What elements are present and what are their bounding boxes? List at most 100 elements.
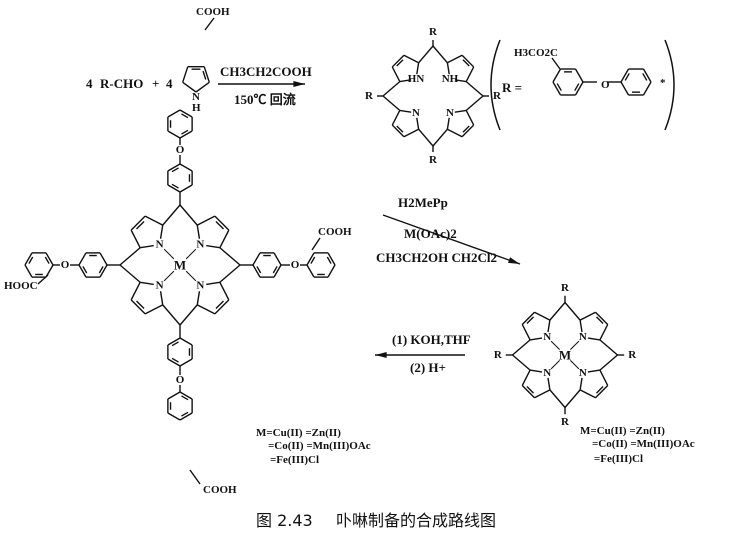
benzoic-ring bbox=[44, 256, 50, 264]
phenyl-ring bbox=[171, 183, 179, 189]
free-base-r: R bbox=[429, 26, 438, 38]
free-base-nitrogen: N bbox=[412, 107, 420, 119]
r-benzoate-ring bbox=[574, 81, 584, 96]
benzoic-ring bbox=[167, 391, 181, 400]
metal-porphyrin-nitrogen: N bbox=[543, 367, 551, 379]
acid-porphyrin-metal-bond bbox=[163, 270, 175, 282]
metal-porphyrin-meso-bond bbox=[512, 339, 531, 356]
free-base-meso-bond bbox=[418, 45, 434, 64]
acid-porphyrin-pyrrole bbox=[196, 215, 216, 226]
metal-porphyrin-pyrrole bbox=[521, 369, 531, 386]
benzoic-ring bbox=[310, 256, 316, 264]
acid-porphyrin-pyrrole bbox=[144, 215, 164, 226]
figure-number: 图 2.43 bbox=[256, 511, 313, 530]
free-base-pyrrole bbox=[403, 54, 419, 64]
benzoic-ring bbox=[326, 256, 332, 264]
acid-porphyrin-pyrrole bbox=[130, 299, 146, 315]
phenyl-ring bbox=[179, 163, 193, 172]
free-base-pyrrole bbox=[462, 59, 470, 67]
acid-porphyrin-meso-bond bbox=[162, 304, 181, 326]
acid-porphyrin-pyrrole bbox=[135, 220, 145, 230]
free-base-r: R bbox=[429, 154, 438, 166]
benzoic-ring bbox=[327, 264, 336, 278]
free-base-meso-bond bbox=[432, 128, 448, 147]
free-base-pyrrole bbox=[447, 128, 463, 138]
acid-porphyrin-nitrogen: N bbox=[156, 239, 164, 251]
metal-porphyrin-pyrrole bbox=[599, 369, 609, 386]
ether-oxygen: O bbox=[601, 79, 610, 91]
metal-porphyrin-nitrogen: N bbox=[579, 367, 587, 379]
acid-porphyrin-pyrrole bbox=[130, 281, 141, 301]
r-benzoate-ring bbox=[574, 83, 580, 91]
phenyl-ring bbox=[252, 252, 261, 266]
label-mask bbox=[444, 107, 455, 118]
acid-metal-list-1: M=Cu(II) =Zn(II) bbox=[256, 427, 341, 439]
benzoic-ring bbox=[28, 256, 34, 264]
label-mask bbox=[577, 367, 589, 379]
ester-group: H3CO2C bbox=[514, 47, 558, 59]
phenyl-ring bbox=[179, 358, 193, 367]
benzoic-ring bbox=[24, 252, 33, 266]
phenyl-ring bbox=[171, 167, 179, 173]
benzoic-ring bbox=[306, 264, 315, 278]
ether-oxygen: O bbox=[176, 374, 185, 386]
benzoic-ring bbox=[45, 252, 54, 266]
reaction-arrow-2-head bbox=[508, 257, 520, 264]
benzoic-ring bbox=[167, 412, 181, 421]
r-phenyl-ring bbox=[642, 73, 648, 81]
acid-porphyrin-pyrrole bbox=[144, 304, 164, 315]
metal-porphyrin-pyrrole bbox=[526, 385, 535, 394]
acid-porphyrin-pyrrole bbox=[214, 215, 230, 231]
pyrrole-reactant bbox=[182, 66, 189, 83]
free-base-pyrrole bbox=[391, 124, 405, 138]
phenyl-ring bbox=[167, 184, 181, 193]
acid-porphyrin-pyrrole bbox=[130, 229, 141, 249]
bracket-right bbox=[664, 39, 675, 131]
metal-porphyrin-nitrogen: N bbox=[579, 331, 587, 343]
r-benzoate-ring bbox=[552, 68, 562, 83]
label-mask bbox=[541, 331, 553, 343]
pyrrole-reactant bbox=[195, 81, 210, 93]
benzoic-ring bbox=[181, 113, 189, 119]
solvent: CH3CH2OH CH2Cl2 bbox=[376, 250, 497, 265]
phenyl-ring bbox=[273, 264, 282, 278]
metal-list-1: M=Cu(II) =Zn(II) bbox=[580, 425, 665, 437]
free-base-pyrrole bbox=[391, 54, 405, 68]
free-base-pyrrole bbox=[461, 54, 475, 68]
acid-bond-bottom bbox=[189, 469, 201, 485]
aldehyde-label: R-CHO bbox=[100, 76, 143, 91]
r-phenyl-ring bbox=[620, 68, 630, 83]
reaction-arrow-2 bbox=[382, 214, 521, 265]
acid-bond-top bbox=[204, 17, 215, 31]
acid-porphyrin-meso-bond bbox=[119, 247, 141, 266]
reagent-propionic-acid: CH3CH2COOH bbox=[220, 64, 312, 79]
acid-porphyrin-pyrrole bbox=[215, 300, 225, 310]
label-mask bbox=[558, 348, 572, 362]
benzoic-ring bbox=[167, 130, 181, 139]
acid-porphyrin-meso-bond bbox=[179, 304, 198, 326]
metal-porphyrin-pyrrole bbox=[599, 324, 609, 341]
acid-porphyrin-pyrrole bbox=[219, 281, 230, 301]
metal-porphyrin-meso-bond bbox=[549, 302, 566, 321]
metal-porphyrin-pyrrole bbox=[526, 316, 535, 325]
metal-porphyrin-meso-bond bbox=[564, 389, 581, 408]
free-base-pyrrole bbox=[465, 66, 475, 82]
attach-point: * bbox=[660, 77, 666, 89]
ether-oxygen: O bbox=[176, 144, 185, 156]
r-def-label: R = bbox=[502, 80, 522, 95]
acid-porphyrin-pyrrole bbox=[196, 304, 216, 315]
metal-porphyrin-meso-bond bbox=[599, 339, 618, 356]
benzoic-ring bbox=[181, 129, 189, 135]
metal-porphyrin-meso-bond bbox=[599, 354, 618, 371]
pyrrole-h: H bbox=[192, 102, 201, 114]
metal-porphyrin-pyrrole bbox=[534, 311, 551, 321]
metal-porphyrin-metal-bond bbox=[550, 359, 561, 370]
acid-metal-list-3: =Fe(III)Cl bbox=[270, 454, 319, 466]
acid-porphyrin-nitrogen: N bbox=[196, 239, 204, 251]
label-mask bbox=[444, 74, 455, 85]
phenyl-ring bbox=[167, 337, 181, 346]
phenyl-ring bbox=[99, 252, 108, 266]
metal-porphyrin-meso-bond bbox=[512, 354, 531, 371]
free-base-r: R bbox=[365, 90, 374, 102]
